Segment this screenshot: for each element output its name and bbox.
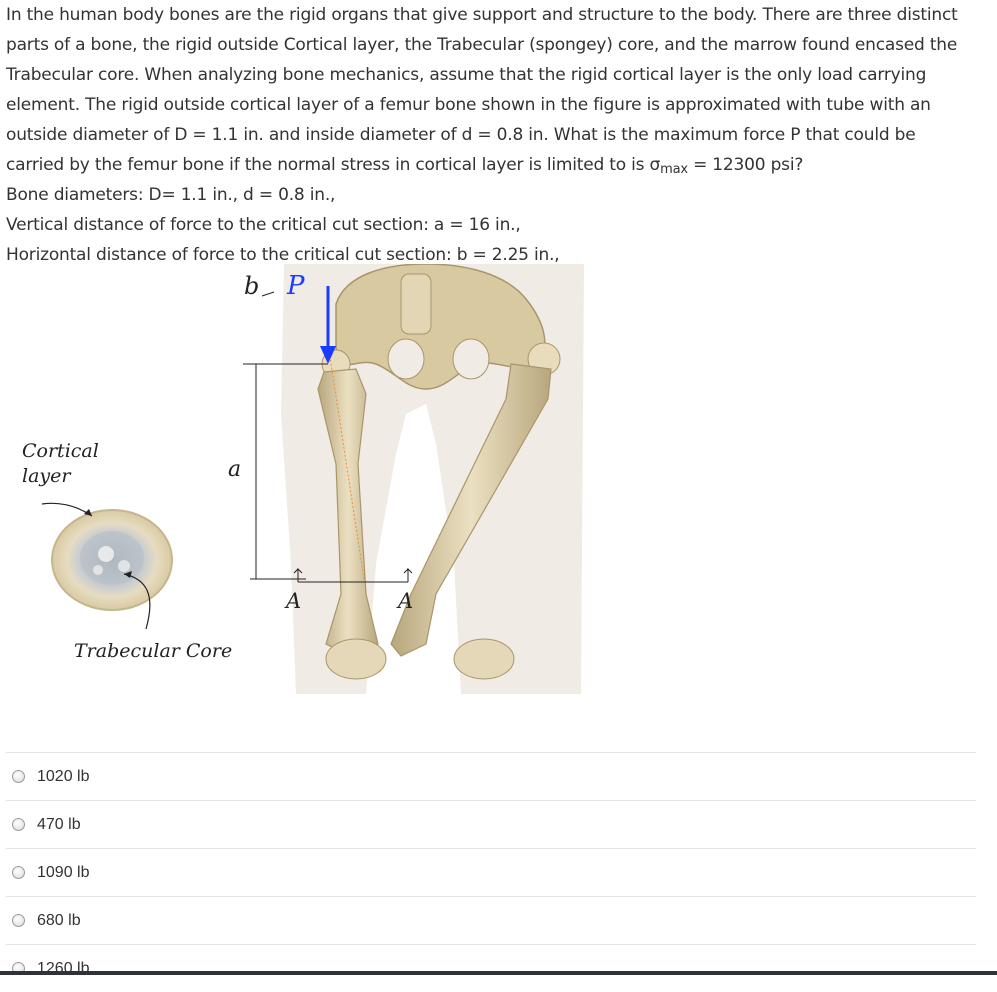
option-1[interactable]: 1020 lb	[6, 752, 976, 800]
radio-icon[interactable]	[12, 914, 25, 927]
femur-illustration: P b a A A Cortical layer	[22, 263, 584, 694]
label-cortical-2: layer	[22, 465, 72, 487]
label-a: a	[228, 457, 241, 482]
label-trabecular: Trabecular Core	[74, 640, 232, 662]
label-cortical-1: Cortical	[22, 440, 99, 462]
bone-diameters-line: Bone diameters: D= 1.1 in., d = 0.8 in.,	[6, 185, 336, 205]
option-label: 470 lb	[37, 815, 81, 833]
question-text: In the human body bones are the rigid or…	[6, 0, 976, 270]
option-label: 1090 lb	[37, 863, 90, 881]
answer-options: 1020 lb 470 lb 1090 lb 680 lb 1260 lb	[6, 752, 976, 992]
option-4[interactable]: 680 lb	[6, 896, 976, 944]
femur-figure: P b a A A Cortical layer	[6, 263, 596, 694]
label-a-left: A	[284, 589, 301, 613]
option-label: 1020 lb	[37, 767, 90, 785]
left-femur	[317, 349, 387, 680]
radio-icon[interactable]	[12, 866, 25, 879]
label-a-right: A	[396, 589, 413, 613]
horizontal-distance-line: Horizontal distance of force to the crit…	[6, 245, 560, 265]
option-label: 680 lb	[37, 911, 81, 929]
bottom-bar	[0, 971, 997, 975]
force-arrow	[320, 286, 336, 364]
vertical-distance-line: Vertical distance of force to the critic…	[6, 215, 521, 235]
option-2[interactable]: 470 lb	[6, 800, 976, 848]
option-5[interactable]: 1260 lb	[6, 944, 976, 992]
dimension-a	[243, 363, 328, 580]
sigma-subscript: max	[660, 162, 688, 177]
section-a-a	[293, 567, 413, 583]
label-p: P	[286, 271, 305, 301]
bone-cross-section	[51, 509, 173, 611]
option-3[interactable]: 1090 lb	[6, 848, 976, 896]
radio-icon[interactable]	[12, 770, 25, 783]
right-femur	[390, 342, 561, 680]
question-paragraph: In the human body bones are the rigid or…	[6, 5, 958, 177]
label-b: b	[244, 272, 259, 300]
radio-icon[interactable]	[12, 818, 25, 831]
